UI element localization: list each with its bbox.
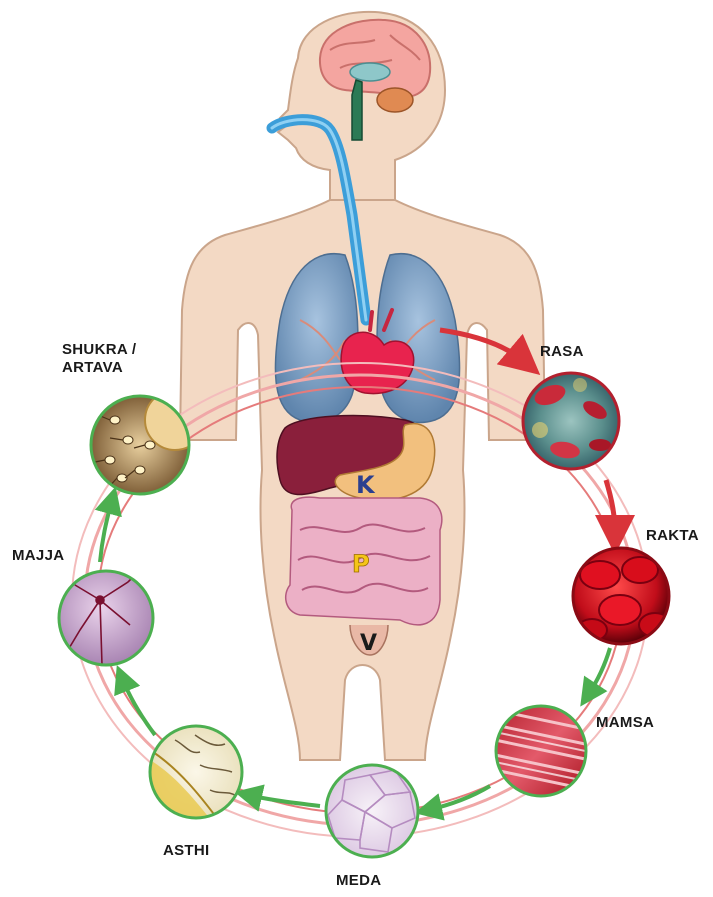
label-majja: MAJJA (12, 547, 64, 565)
label-shukra-artava: SHUKRA / ARTAVA (62, 341, 136, 377)
label-meda: MEDA (336, 872, 381, 890)
majja-micrograph (59, 570, 153, 665)
arrow-majja-to-shukra (100, 500, 112, 562)
label-shukra-line: SHUKRA / (62, 341, 136, 359)
dosha-pitta-marker: P (352, 550, 370, 578)
label-mamsa: MAMSA (596, 714, 654, 732)
label-rasa: RASA (540, 343, 584, 361)
label-artava-line: ARTAVA (62, 359, 136, 377)
meda-micrograph (326, 765, 418, 857)
dosha-kapha-marker: K (356, 471, 376, 499)
rasa-micrograph (523, 373, 619, 469)
arrow-asthi-to-majja (122, 678, 155, 735)
dosha-vata-marker: V (360, 631, 377, 656)
label-asthi: ASTHI (163, 842, 210, 860)
rakta-micrograph (573, 548, 671, 644)
label-rakta: RAKTA (646, 527, 699, 545)
